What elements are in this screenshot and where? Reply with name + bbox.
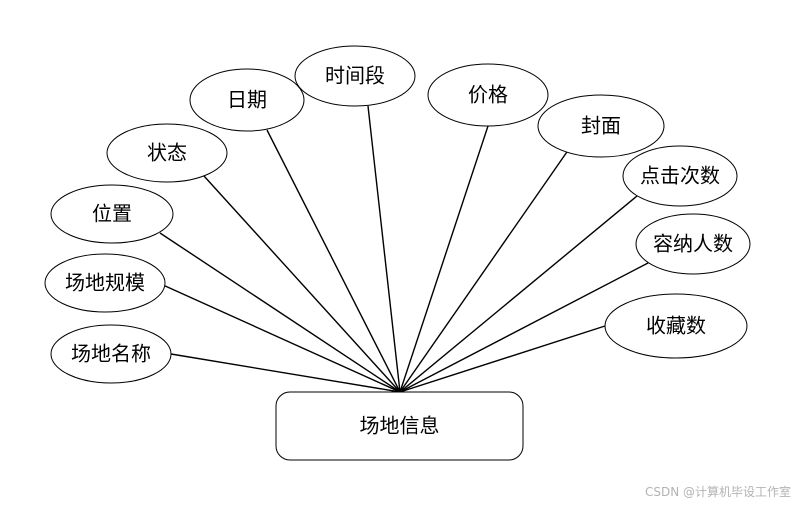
connector-line: [203, 175, 401, 393]
attribute-label: 容纳人数: [653, 232, 733, 256]
attribute-node: 日期: [189, 68, 305, 132]
attribute-ellipse: [537, 94, 665, 158]
attribute-node: 场地规模: [44, 253, 166, 313]
watermark-text: CSDN @计算机毕设工作室: [644, 485, 791, 499]
attribute-label: 封面: [581, 114, 621, 138]
attribute-label: 位置: [92, 202, 132, 226]
entity-rect: [275, 391, 524, 461]
attribute-node: 收藏数: [604, 293, 748, 359]
attribute-label: 点击次数: [640, 164, 720, 188]
attribute-label: 时间段: [325, 64, 385, 88]
connector-line: [399, 195, 638, 393]
attribute-ellipse: [50, 184, 174, 244]
connector-line: [162, 284, 401, 393]
attribute-node: 点击次数: [622, 145, 738, 207]
attribute-ellipse: [294, 45, 416, 107]
attribute-ellipse: [44, 253, 166, 313]
attribute-node: 位置: [50, 184, 174, 244]
attribute-node: 场地名称: [50, 324, 172, 384]
attribute-ellipse: [622, 145, 738, 207]
attribute-ellipse: [189, 68, 305, 132]
attribute-ellipse: [427, 63, 549, 127]
entity-box: 场地信息: [275, 391, 524, 461]
attribute-node: 价格: [427, 63, 549, 127]
connector-line: [399, 125, 489, 393]
attribute-label: 场地名称: [71, 342, 151, 366]
connector-line: [399, 262, 649, 393]
attribute-node: 容纳人数: [635, 213, 751, 275]
attribute-label: 日期: [227, 88, 267, 112]
attribute-label: 状态: [147, 141, 187, 165]
attribute-label: 收藏数: [646, 314, 706, 338]
attribute-node: 状态: [106, 123, 228, 183]
entity-label: 场地信息: [360, 414, 440, 438]
attribute-label: 场地规模: [65, 271, 145, 295]
attribute-ellipse: [635, 213, 751, 275]
connector-lines: [159, 105, 649, 393]
connector-line: [159, 232, 401, 393]
attribute-ellipse: [50, 324, 172, 384]
connector-line: [266, 129, 401, 393]
connector-line: [399, 325, 606, 393]
attribute-node: 时间段: [294, 45, 416, 107]
connector-line: [399, 148, 570, 393]
attribute-node: 封面: [537, 94, 665, 158]
connector-line: [367, 105, 401, 393]
connector-line: [170, 353, 401, 393]
attribute-label: 价格: [468, 83, 508, 107]
attribute-ellipse: [106, 123, 228, 183]
attribute-ellipse: [604, 293, 748, 359]
